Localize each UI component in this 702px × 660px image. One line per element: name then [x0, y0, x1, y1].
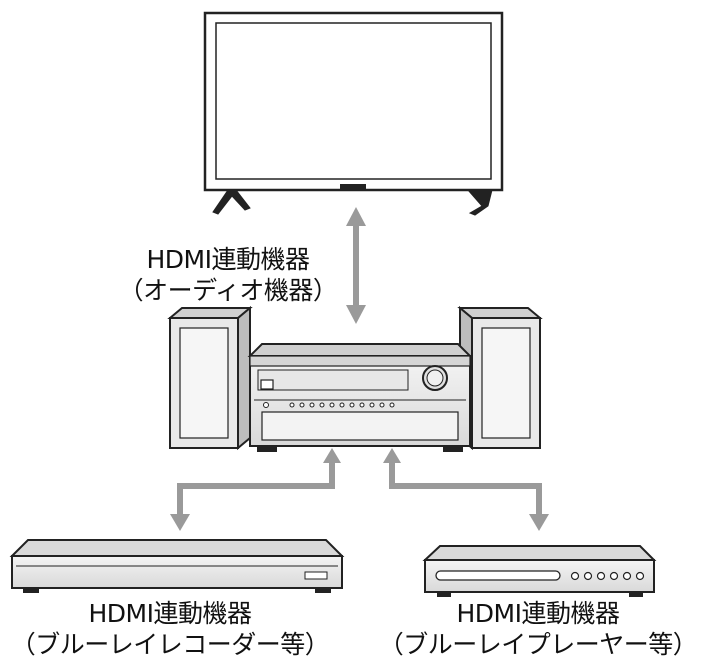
amplifier-buttons: [263, 402, 395, 408]
audio-recorder-arrow: [170, 448, 341, 531]
recorder-device-label: HDMI連動機器 （ブルーレイレコーダー等）: [0, 598, 340, 660]
amplifier-icon: [247, 343, 473, 452]
player-label-line1: HDMI連動機器: [456, 599, 621, 628]
tv-icon: [203, 11, 504, 216]
recorder-label-line1: HDMI連動機器: [88, 599, 253, 628]
recorder-label-line2: （ブルーレイレコーダー等）: [10, 630, 330, 659]
tv-audio-arrow: [346, 207, 366, 324]
bluray-player-icon: [422, 545, 657, 597]
audio-label-line2: （オーディオ機器）: [118, 276, 338, 305]
right-speaker-icon: [457, 305, 543, 451]
left-speaker-icon: [167, 305, 253, 451]
bluray-recorder-icon: [9, 539, 345, 593]
player-device-label: HDMI連動機器 （ブルーレイプレーヤー等）: [374, 598, 702, 660]
connection-arrows: [170, 207, 549, 531]
audio-player-arrow: [383, 448, 549, 531]
audio-label-line1: HDMI連動機器: [146, 245, 311, 274]
player-buttons: [570, 571, 645, 581]
player-label-line2: （ブルーレイプレーヤー等）: [378, 630, 698, 659]
audio-system-icon: [167, 305, 543, 452]
audio-device-label: HDMI連動機器 （オーディオ機器）: [100, 244, 356, 306]
